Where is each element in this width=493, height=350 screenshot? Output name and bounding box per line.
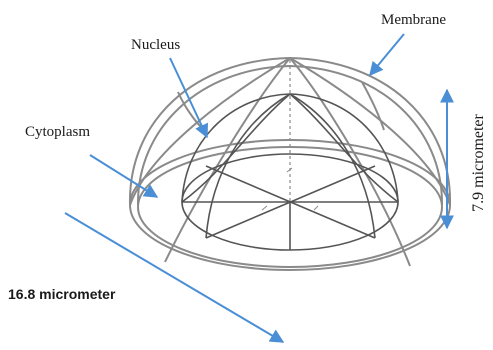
membrane-arrow (370, 34, 404, 75)
nucleus-label: Nucleus (131, 38, 180, 53)
membrane-label: Membrane (381, 13, 446, 28)
cytoplasm-label: Cytoplasm (25, 125, 90, 140)
width-dimension-label: 16.8 micrometer (8, 287, 115, 301)
width-arrow (65, 213, 283, 342)
height-dimension-label: 7.9 micrometer (471, 114, 487, 212)
